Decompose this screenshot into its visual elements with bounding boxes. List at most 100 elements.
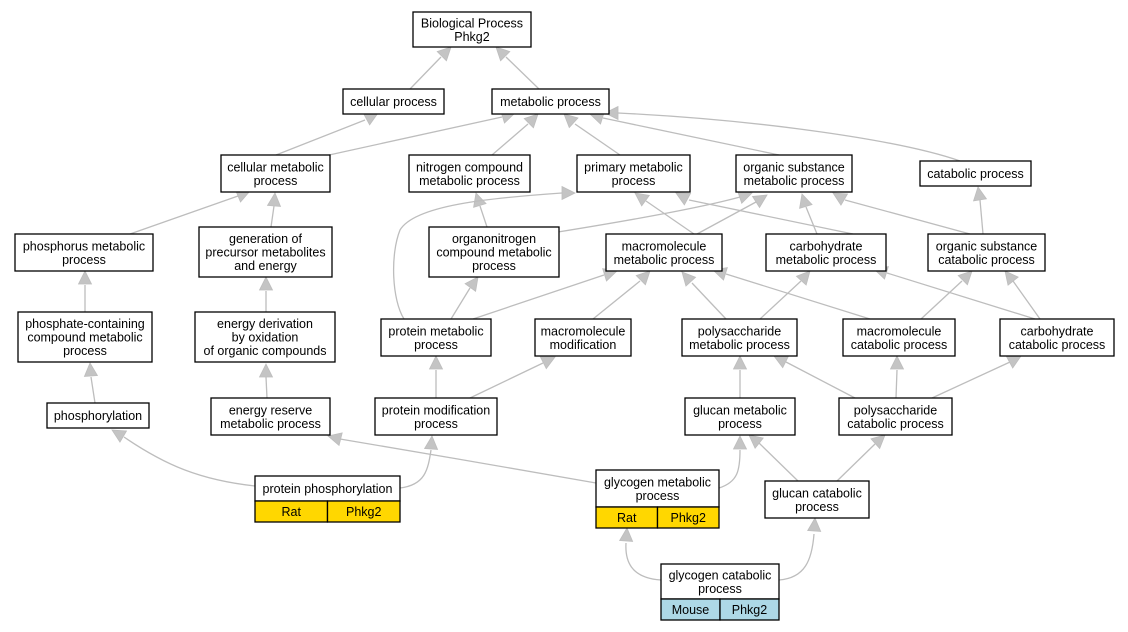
node-label-line: metabolic process	[220, 417, 321, 431]
node-label-line: precursor metabolites	[205, 246, 325, 260]
edge-line	[785, 361, 856, 399]
edge-line	[844, 199, 971, 235]
edge-line	[759, 280, 802, 320]
node-label-line: carbohydrate	[1021, 324, 1094, 338]
node-box	[17, 311, 153, 363]
node-box	[842, 318, 956, 357]
edge-energyderiv-to-genprec	[258, 276, 274, 312]
edge-line	[469, 362, 544, 399]
go-term-node-catabolic[interactable]: catabolic process	[919, 160, 1032, 187]
edge-line	[90, 376, 96, 404]
edge-organonit-to-nitrogen	[473, 192, 488, 228]
edge-line	[836, 443, 876, 482]
arrowhead	[523, 113, 539, 129]
edge-line	[688, 199, 854, 235]
arrowhead	[832, 192, 849, 206]
node-label-line: generation of	[229, 232, 303, 246]
annotation-label: Phkg2	[732, 603, 767, 617]
annotation-label: Rat	[617, 511, 637, 525]
arrowhead	[362, 112, 379, 126]
node-label-line: protein modification	[382, 403, 490, 417]
edge-line	[472, 274, 605, 320]
edge-line	[758, 442, 799, 482]
node-box	[46, 402, 150, 429]
node-box	[684, 397, 796, 436]
node-box	[681, 318, 798, 357]
annotation-label: Phkg2	[671, 511, 706, 525]
node-box	[412, 11, 532, 48]
node-label-line: metabolic process	[419, 174, 520, 188]
go-term-node-metabolic[interactable]: metabolic process	[491, 88, 610, 115]
node-label-line: carbohydrate	[790, 239, 863, 253]
node-box	[428, 226, 560, 278]
node-label-line: macromolecule	[622, 239, 707, 253]
node-box	[999, 318, 1115, 357]
edge-line	[479, 205, 488, 228]
node-box	[735, 154, 853, 193]
node-label-line: cellular metabolic	[227, 160, 324, 174]
node-label-line: catabolic process	[938, 253, 1035, 267]
arrowhead	[258, 363, 274, 378]
node-label-line: organic substance	[743, 160, 845, 174]
arrowhead	[870, 434, 886, 450]
edge-macromet-to-orgsub	[696, 194, 768, 235]
edge-orgsubcat-to-catabolic	[972, 186, 988, 235]
edge-protmet-to-organonit	[450, 276, 479, 320]
node-label-line: process	[62, 253, 106, 267]
edge-line	[691, 282, 727, 320]
node-label-line: glucan catabolic	[772, 486, 862, 500]
edge-line	[409, 56, 442, 90]
node-label-line: organonitrogen	[452, 232, 536, 246]
node-label-line: and energy	[234, 259, 297, 273]
edge-catabolic-to-metabolic	[604, 105, 961, 162]
edge-macrocat-to-macromet	[712, 267, 871, 320]
go-term-node-phosphorylation[interactable]: phosphorylation	[46, 402, 150, 429]
arrowhead	[436, 46, 452, 62]
edge-line	[450, 287, 471, 320]
node-box	[491, 88, 610, 115]
go-term-node-cellular[interactable]: cellular process	[342, 88, 445, 115]
node-box	[380, 318, 492, 357]
edge-line	[319, 116, 503, 158]
annotation-label: Phkg2	[346, 505, 381, 519]
edge-cellular-to-root	[409, 46, 452, 90]
node-label-line: polysaccharide	[854, 403, 937, 417]
annotation-cell	[656, 506, 720, 529]
node-box	[342, 88, 445, 115]
node-label-line: catabolic process	[851, 338, 948, 352]
arrowhead	[327, 432, 343, 447]
arrowhead	[751, 194, 768, 209]
node-label-line: compound metabolic	[436, 246, 551, 260]
node-label-line: phosphorus metabolic	[23, 239, 145, 253]
edge-glyccat-to-glycmet	[618, 527, 662, 581]
node-label-line: by oxidation	[232, 331, 299, 345]
node-label-line: process	[698, 582, 742, 596]
edge-genprec-to-cellmet	[266, 192, 282, 228]
